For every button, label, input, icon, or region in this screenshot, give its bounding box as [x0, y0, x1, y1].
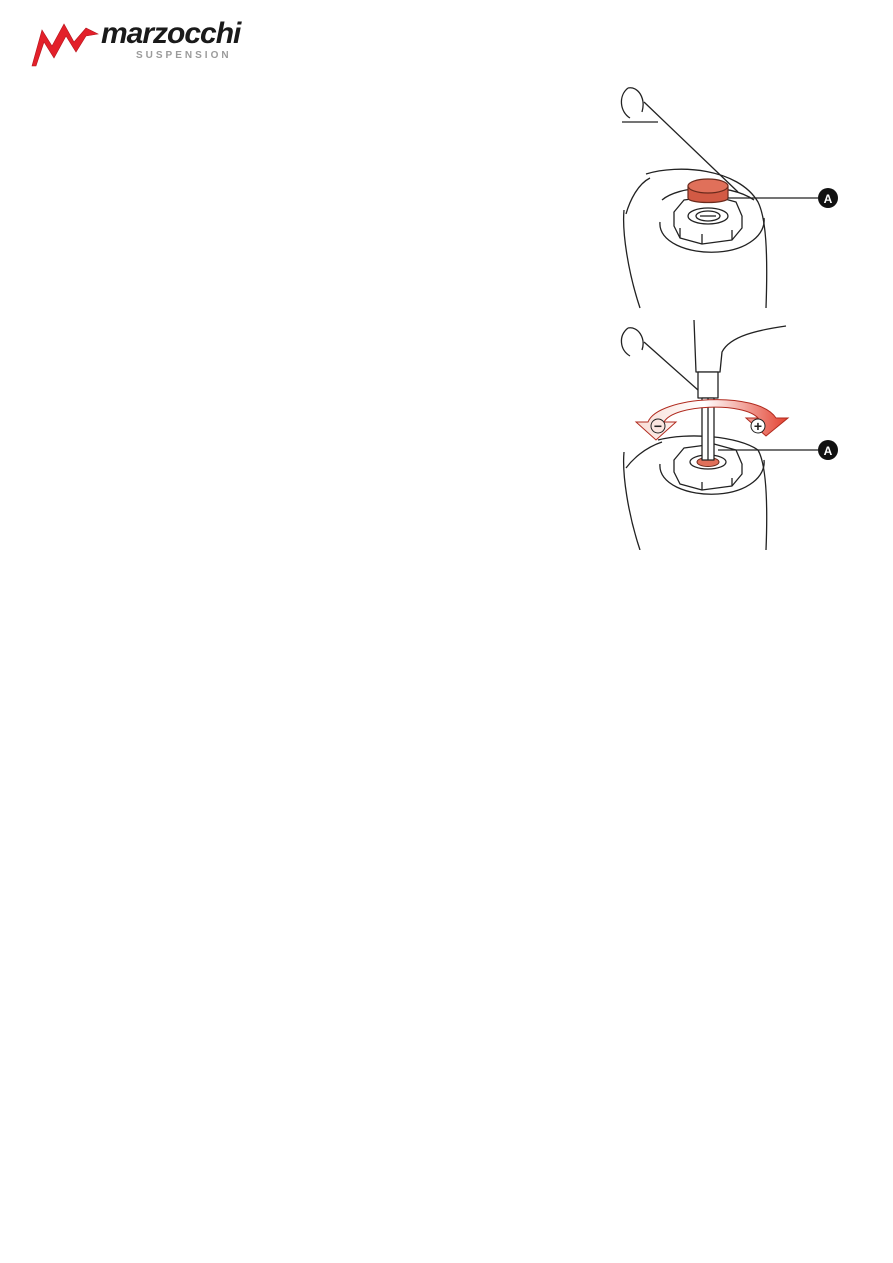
callout-a-badge-icon: [818, 188, 838, 208]
adjuster-turn-drawing: − + A: [620, 320, 838, 550]
adjuster-cap-illustration: A: [618, 82, 850, 310]
callout-a-label: A: [824, 444, 833, 458]
logo-wordmark: marzocchi: [101, 17, 241, 50]
adjuster-cap-icon: [687, 178, 729, 194]
marzocchi-logo: marzocchi SUSPENSION: [30, 16, 241, 72]
decrease-symbol: −: [654, 418, 662, 434]
adjuster-turn-illustration: − + A: [618, 320, 850, 550]
adjuster-cap-drawing: A: [620, 87, 838, 309]
marzocchi-logo-mark-icon: [31, 23, 99, 67]
callout-a-badge-icon: [818, 440, 838, 460]
callout-a-label: A: [824, 192, 833, 206]
increase-symbol: +: [754, 418, 762, 434]
logo-subtitle: SUSPENSION: [136, 50, 232, 61]
rotation-arrow-icon: [634, 399, 790, 441]
